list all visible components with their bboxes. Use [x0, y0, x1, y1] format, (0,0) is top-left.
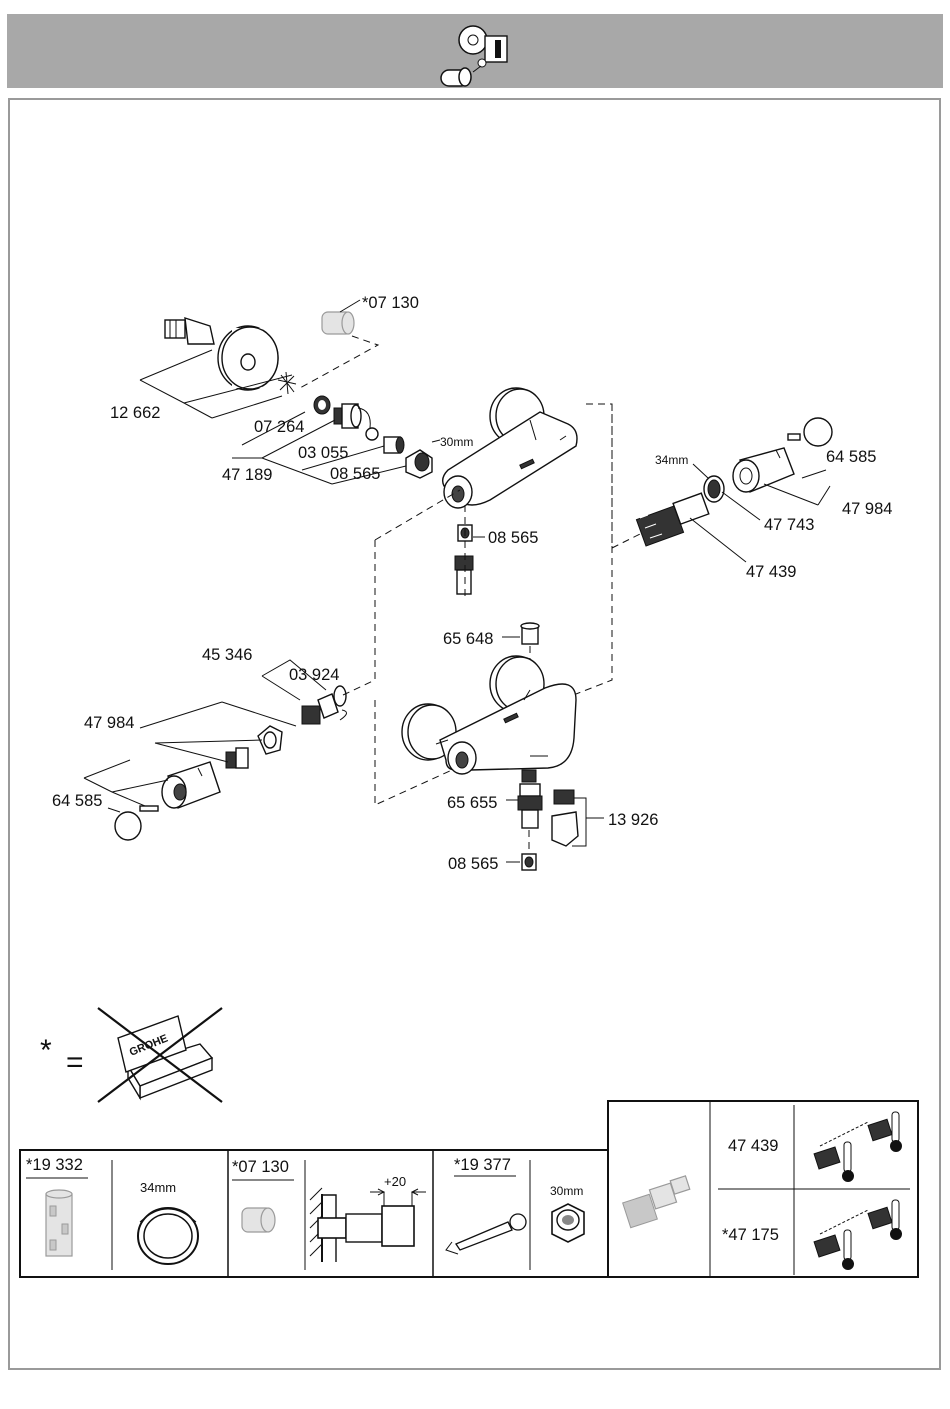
label-47743: 47 743	[764, 516, 814, 534]
extension-install-icon	[310, 1188, 426, 1262]
ring-07264	[314, 396, 330, 414]
label-64585-right: 64 585	[826, 448, 876, 466]
clip-07264	[278, 372, 296, 394]
bath-mixer-body	[402, 656, 576, 774]
table-code-19377: *19 377	[454, 1156, 511, 1174]
cartridge-12662	[165, 318, 214, 344]
wrench-icon	[446, 1214, 526, 1254]
packaging-icon: GROHE	[118, 1016, 212, 1098]
label-08565-c: 08 565	[448, 855, 498, 873]
label-47984-right: 47 984	[842, 500, 892, 518]
label-47984-left: 47 984	[84, 714, 134, 732]
label-07264: 07 264	[254, 418, 304, 436]
cartridge-03055	[334, 404, 370, 428]
diverter-65655	[518, 770, 542, 828]
cartridge-03924	[302, 686, 347, 724]
shower-connector	[455, 556, 473, 594]
cartridge-thermometer-icon-a	[814, 1112, 902, 1182]
table-code-47439: 47 439	[728, 1137, 778, 1155]
rosette-12662	[218, 326, 278, 390]
nut-34mm-icon	[138, 1208, 198, 1264]
tool-19332-icon	[46, 1190, 72, 1256]
legend-asterisk: *	[40, 1034, 52, 1067]
label-64585-left: 64 585	[52, 792, 102, 810]
label-08565-a: 08 565	[330, 465, 380, 483]
label-47189: 47 189	[222, 466, 272, 484]
label-13926: 13 926	[608, 811, 658, 829]
nut-30mm	[406, 450, 432, 478]
table-size-30mm: 30mm	[550, 1184, 583, 1198]
legend-equals: =	[66, 1046, 84, 1079]
label-34mm: 34mm	[655, 453, 688, 467]
cap-64585-left	[115, 806, 158, 840]
label-65648: 65 648	[443, 630, 493, 648]
label-03055: 03 055	[298, 444, 348, 462]
cartridge-thermometer-icon-b	[814, 1200, 902, 1270]
handle-47984-right	[733, 448, 794, 492]
nut-lower-left	[226, 748, 248, 768]
table-size-34mm: 34mm	[140, 1180, 176, 1195]
nut-30mm-icon	[552, 1204, 584, 1242]
oring-08565-c	[522, 854, 536, 870]
label-08565-b: 08 565	[488, 529, 538, 547]
handle-47984-left	[162, 762, 220, 808]
label-12662: 12 662	[110, 404, 160, 422]
cap-64585-right	[788, 418, 832, 446]
cartridge-icon	[623, 1176, 690, 1228]
thermostat-cartridge-47439	[636, 493, 708, 546]
sleeve-08565	[384, 437, 404, 453]
label-07130-optional: *07 130	[362, 294, 419, 312]
plug-65648	[521, 623, 539, 644]
optional-part-07130	[322, 312, 354, 334]
table-dim-plus20: +20	[384, 1174, 406, 1189]
extension-07130-icon	[242, 1208, 275, 1232]
table-code-47175: *47 175	[722, 1226, 779, 1244]
nut-47743	[704, 476, 724, 502]
oring-08565	[366, 428, 378, 440]
table-code-19332: *19 332	[26, 1156, 83, 1174]
label-03924: 03 924	[289, 666, 339, 684]
label-45346: 45 346	[202, 646, 252, 664]
table-code-07130: *07 130	[232, 1158, 289, 1176]
label-30mm: 30mm	[440, 435, 473, 449]
label-65655: 65 655	[447, 794, 497, 812]
label-47439: 47 439	[746, 563, 796, 581]
